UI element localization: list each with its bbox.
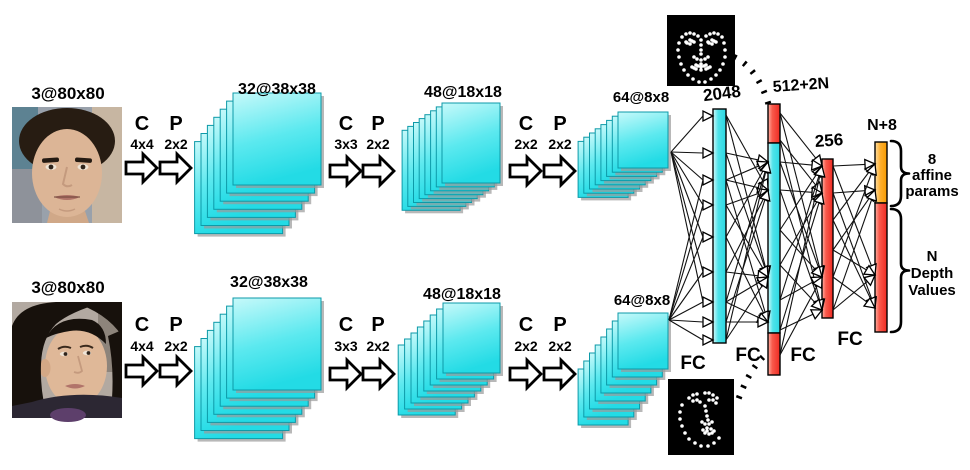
fc-bar-n8-seg-depth	[874, 202, 888, 333]
pool-kernel-label: 2x2	[548, 136, 572, 152]
affine-line: affine	[911, 167, 952, 184]
conv-arrow-icon	[328, 153, 363, 189]
fc-bar-512-2n-seg-red-top	[767, 103, 781, 144]
feature-map-stack-32-bottom	[194, 297, 324, 442]
conv-arrow-icon	[124, 150, 159, 186]
pool-arrow-icon	[361, 153, 396, 189]
fc-label: FC	[680, 353, 706, 374]
depth-line: N	[926, 248, 938, 265]
affine-line: 8	[927, 151, 937, 168]
conv-kernel-label: 2x2	[514, 338, 538, 354]
conv-op-label: C	[134, 314, 150, 336]
pool-op-label: P	[371, 314, 385, 336]
pool-op-label: P	[553, 314, 567, 336]
input-photo-top	[12, 107, 122, 223]
pool-arrow-icon	[361, 356, 396, 392]
fc-bar-n8-seg-affine	[874, 141, 888, 204]
feature-map-label: 32@38x38	[230, 274, 308, 291]
depth-line: Depth	[910, 265, 954, 282]
pool-arrow-icon	[158, 353, 193, 389]
pool-arrow-icon	[542, 153, 577, 189]
pool-op-label: P	[371, 113, 385, 135]
depth-values-annotation: N Depth Values	[908, 248, 956, 299]
input-photo-bottom	[12, 302, 122, 422]
fc-bar-2048	[712, 108, 727, 344]
feature-map-stack-32-top	[194, 92, 324, 237]
pool-arrow-icon	[158, 150, 193, 186]
conv-arrow-icon	[508, 153, 543, 189]
fc-bar-label-256: 256	[814, 130, 844, 151]
pool-op-label: P	[169, 113, 183, 135]
pool-arrow-icon	[542, 356, 577, 392]
fc-label: FC	[735, 345, 761, 366]
pool-kernel-label: 2x2	[366, 338, 390, 354]
conv-kernel-label: 4x4	[130, 338, 154, 354]
feature-map-label: 48@18x18	[423, 286, 501, 303]
fc-bar-label-512-2n: 512+2N	[772, 75, 830, 96]
conv-kernel-label: 3x3	[334, 338, 358, 354]
pool-kernel-label: 2x2	[366, 136, 390, 152]
conv-kernel-label: 2x2	[514, 136, 538, 152]
fc-label: FC	[790, 345, 816, 366]
feature-map-label: 48@18x18	[424, 84, 502, 101]
conv-arrow-icon	[328, 356, 363, 392]
fc-connections	[668, 109, 878, 356]
feature-map-label: 64@8x8	[612, 89, 670, 106]
fc-bar-label-n-8: N+8	[867, 117, 897, 134]
input-size-label-bottom: 3@80x80	[31, 278, 105, 297]
affine-params-annotation: 8 affine params	[905, 152, 958, 200]
conv-arrow-icon	[124, 353, 159, 389]
feature-map-label: 64@8x8	[613, 292, 671, 309]
input-size-label-top: 3@80x80	[31, 84, 105, 103]
pool-kernel-label: 2x2	[164, 338, 188, 354]
pool-op-label: P	[553, 113, 567, 135]
fc-bar-512-2n-seg-red-bottom	[767, 332, 781, 376]
conv-op-label: C	[518, 113, 534, 135]
feature-map-stack-64-bottom	[577, 312, 671, 428]
conv-kernel-label: 4x4	[130, 136, 154, 152]
feature-map-stack-48-top	[401, 102, 503, 214]
conv-op-label: C	[134, 113, 150, 135]
conv-op-label: C	[338, 113, 354, 135]
pool-kernel-label: 2x2	[548, 338, 572, 354]
feature-map-label: 32@38x38	[238, 81, 316, 98]
fc-bar-256	[821, 158, 834, 319]
depth-line: Values	[908, 282, 956, 299]
fc-label: FC	[837, 329, 863, 350]
fc-bar-label-2048: 2048	[702, 81, 742, 106]
landmarks-image-top	[667, 15, 735, 86]
conv-kernel-label: 3x3	[334, 136, 358, 152]
pool-kernel-label: 2x2	[164, 136, 188, 152]
feature-map-stack-48-bottom	[397, 302, 503, 418]
fc-bar-512-2n-seg-cyan	[767, 142, 781, 334]
conv-op-label: C	[518, 314, 534, 336]
landmarks-image-bottom	[668, 379, 734, 455]
feature-map-stack-64-top	[577, 111, 671, 201]
affine-line: params	[905, 183, 959, 200]
conv-op-label: C	[338, 314, 354, 336]
conv-arrow-icon	[508, 356, 543, 392]
pool-op-label: P	[169, 314, 183, 336]
